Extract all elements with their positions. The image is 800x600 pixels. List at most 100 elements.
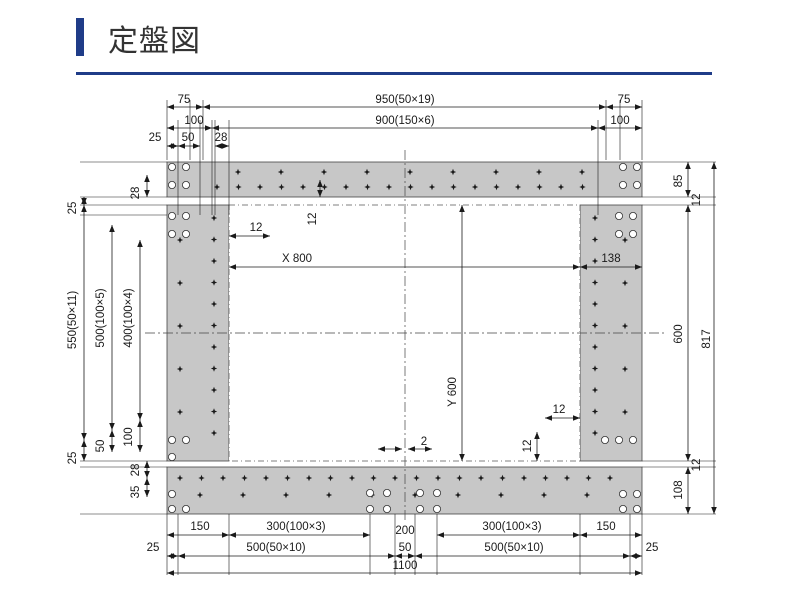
tapped-hole-icon [176, 236, 184, 244]
tapped-hole-icon [364, 183, 371, 191]
tapped-hole-icon [196, 491, 204, 499]
tapped-hole-icon [407, 183, 414, 191]
through-hole-icon [167, 504, 176, 513]
dim-inner-12-top: 12 [307, 213, 319, 226]
tapped-hole-icon [492, 168, 500, 176]
through-hole-icon [167, 435, 176, 444]
dim-right-138: 138 [601, 253, 620, 265]
tapped-hole-icon [606, 474, 614, 482]
dim-left-550: 550(50×11) [67, 291, 79, 349]
tapped-hole-icon [348, 474, 356, 482]
tapped-hole-icon [591, 386, 599, 394]
tapped-hole-icon [241, 474, 248, 482]
center-lines [145, 150, 665, 520]
dim-left-28-bottom: 28 [130, 464, 142, 477]
page-header: 定盤図 [0, 0, 800, 80]
dim-top-left-75: 75 [178, 94, 191, 106]
dim-right-817: 817 [701, 329, 713, 348]
dim-bottom-500-left: 500(50×10) [246, 542, 305, 554]
tapped-hole-icon [210, 257, 218, 265]
tapped-hole-icon [176, 365, 184, 373]
tapped-hole-icon [450, 183, 457, 191]
dim-right-12-bottom: 12 [691, 459, 703, 472]
tapped-hole-icon [578, 168, 586, 176]
tapped-hole-icon [579, 183, 586, 191]
tapped-hole-icon [176, 322, 184, 330]
tapped-hole-icon [497, 491, 505, 499]
tapped-hole-icon [391, 474, 399, 482]
dim-bottom-25-right: 25 [646, 542, 659, 554]
dim-right-108: 108 [673, 480, 685, 499]
through-hole-icon [167, 211, 176, 220]
mounting-holes [167, 162, 642, 513]
tapped-hole-icon [277, 168, 285, 176]
tapped-hole-icon [621, 236, 629, 244]
tapped-hole-icon [591, 322, 599, 329]
tapped-hole-icon [363, 168, 371, 176]
tapped-hole-icon [210, 365, 218, 372]
through-hole-icon [629, 435, 638, 444]
through-hole-icon [432, 504, 441, 513]
dim-inner-12-bottom: 12 [522, 440, 534, 453]
tapped-hole-icon [176, 474, 184, 482]
tapped-hole-icon [563, 474, 571, 482]
title-accent-bar [76, 18, 84, 56]
tapped-hole-icon [210, 429, 218, 437]
dim-bottom-300-left: 300(100×3) [266, 521, 325, 533]
tapped-hole-icon [325, 491, 333, 499]
tapped-hole-icon [321, 183, 328, 191]
dim-bottom-25-left: 25 [147, 542, 160, 554]
through-hole-icon [167, 452, 176, 461]
through-hole-icon [181, 180, 190, 189]
tapped-hole-icon [591, 214, 599, 222]
tapped-hole-icon [536, 183, 543, 191]
tapped-hole-icon [591, 279, 599, 286]
dim-bottom-500-right: 500(50×10) [484, 542, 543, 554]
through-hole-icon [633, 489, 642, 498]
dim-inner-12-right: 12 [553, 404, 566, 416]
dim-top-50: 50 [182, 132, 195, 144]
tapped-hole-icon [591, 300, 599, 308]
dim-bottom-50: 50 [399, 542, 412, 554]
tapped-hole-icon [591, 257, 599, 265]
tapped-hole-icon [234, 168, 242, 176]
tapped-hole-icon [305, 474, 313, 482]
header-rule [76, 72, 712, 75]
tapped-hole-icon [256, 183, 264, 191]
tapped-hole-icon [535, 168, 543, 176]
tapped-hole-icon [299, 183, 307, 191]
through-hole-icon [181, 229, 190, 238]
tapped-hole-icon [210, 279, 218, 286]
tapped-hole-icon [454, 491, 462, 499]
tapped-hole-icon [370, 474, 377, 482]
tapped-hole-icon [210, 408, 218, 415]
tapped-hole-icon [557, 183, 565, 191]
through-hole-icon [601, 435, 610, 444]
dim-top-right-75: 75 [618, 94, 631, 106]
tapped-hole-icon [449, 168, 457, 176]
tapped-hole-icon [219, 474, 227, 482]
dim-top-25: 25 [149, 132, 162, 144]
tapped-hole-icon [210, 214, 218, 222]
tapped-hole-icon [542, 474, 549, 482]
page-title: 定盤図 [108, 24, 201, 59]
tapped-hole-icon [198, 474, 205, 482]
tapped-hole-icon [540, 491, 548, 499]
tapped-hole-icon [428, 183, 436, 191]
through-hole-icon [167, 229, 176, 238]
through-hole-icon [167, 489, 176, 498]
tapped-hole-icon [520, 474, 528, 482]
dim-left-35: 35 [130, 486, 142, 499]
tapped-hole-icon [385, 183, 393, 191]
dim-left-28: 28 [130, 187, 142, 200]
plate-top [166, 161, 643, 198]
dim-right-12-top: 12 [691, 194, 703, 207]
through-hole-icon [633, 180, 642, 189]
tapped-hole-icon [176, 279, 184, 287]
tapped-hole-icon [591, 365, 599, 372]
tapped-hole-icon [239, 491, 247, 499]
through-hole-icon [633, 162, 642, 171]
through-hole-icon [382, 504, 391, 513]
dim-inner-12-left: 12 [250, 222, 263, 234]
tapped-hole-icon [342, 183, 350, 191]
